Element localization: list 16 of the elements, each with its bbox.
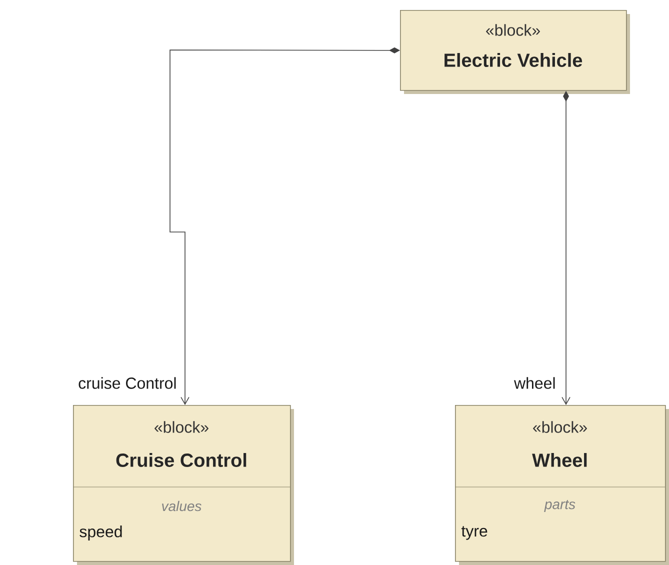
role-label: cruise Control xyxy=(77,376,178,390)
attribute: speed xyxy=(80,526,122,540)
block-name: Electric Vehicle xyxy=(444,53,582,67)
role-label: wheel xyxy=(513,376,557,390)
composition-arrow xyxy=(170,47,400,405)
block-box xyxy=(400,10,630,94)
block-name: Wheel xyxy=(532,453,587,467)
block-box xyxy=(454,405,669,565)
block-name: Cruise Control xyxy=(116,453,246,467)
stereotype-label: «block» xyxy=(154,421,208,433)
stereotype-label: «block» xyxy=(533,421,587,433)
block-box xyxy=(72,405,294,565)
compartment-title: values xyxy=(162,500,202,512)
attribute: tyre xyxy=(461,526,488,540)
stereotype-label: «block» xyxy=(486,24,540,36)
compartment-title: parts xyxy=(544,500,576,512)
